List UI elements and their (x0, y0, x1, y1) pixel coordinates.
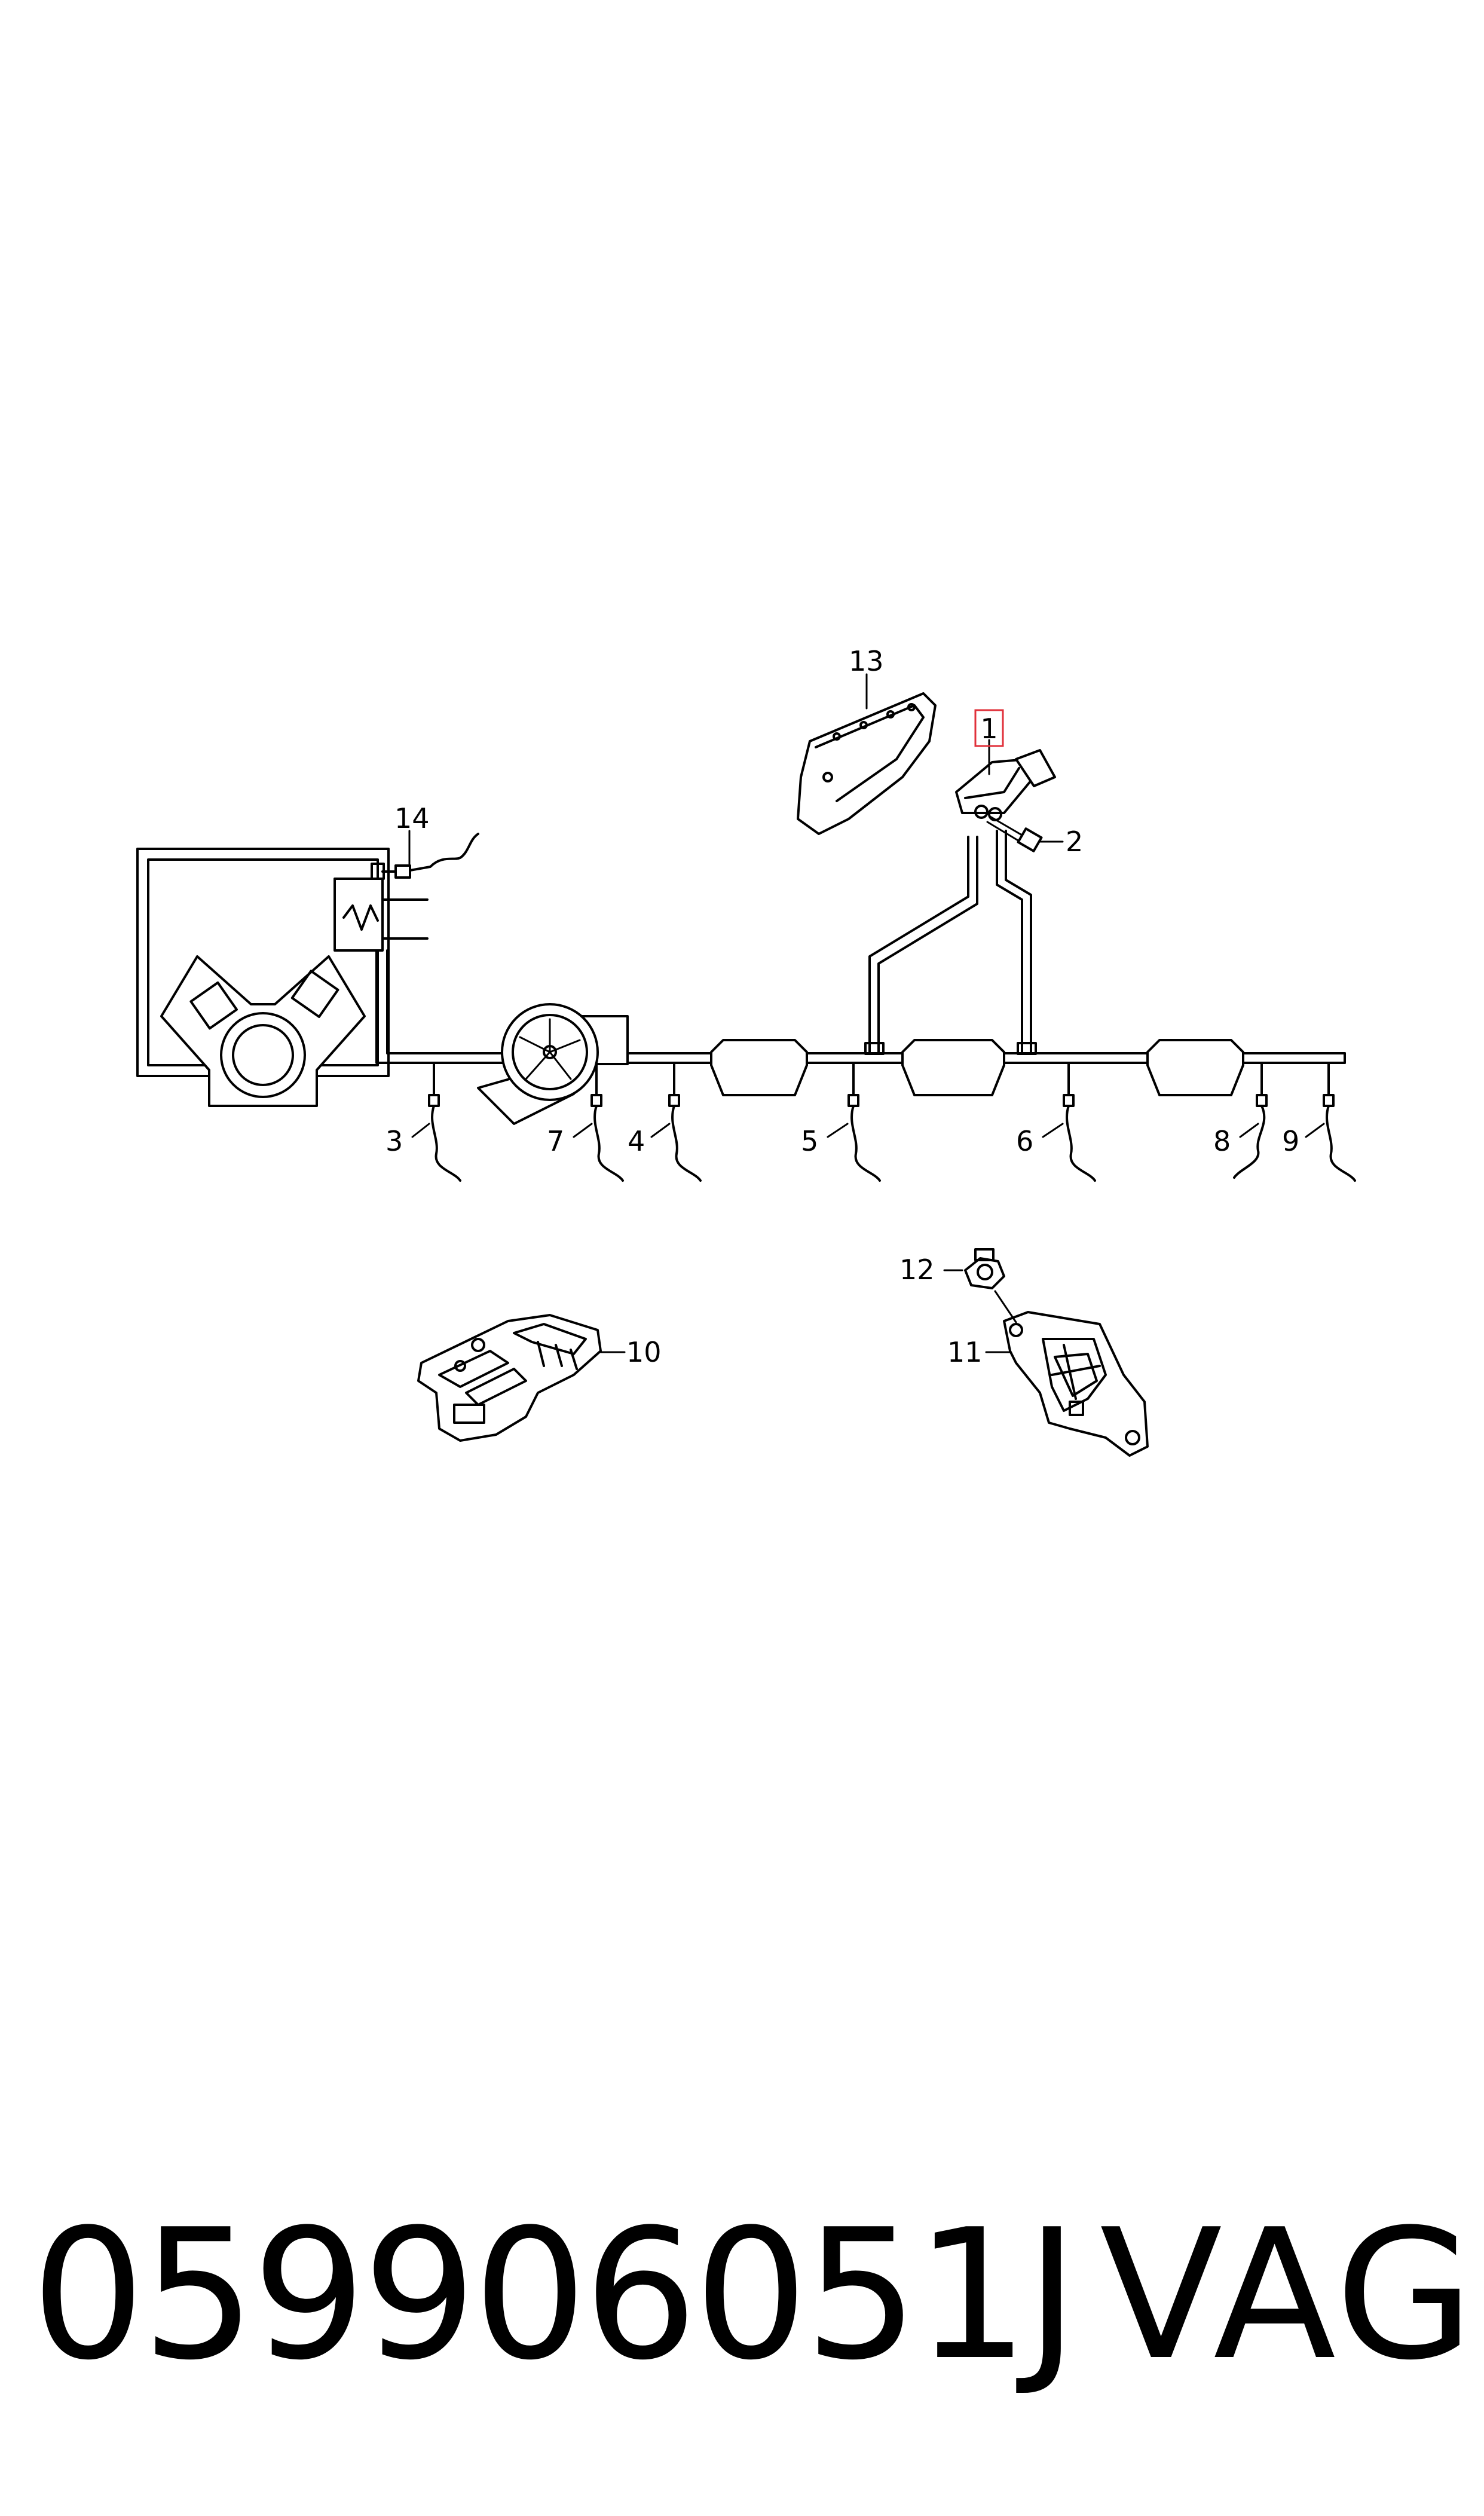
temp-sensor-4 (668, 1062, 702, 1182)
callout-11[interactable]: 11 (947, 1336, 983, 1368)
callout-7[interactable]: 7 (547, 1125, 564, 1157)
catalytic-converter-2 (901, 1039, 1005, 1096)
carrier-part-11 (1003, 1311, 1149, 1457)
bracket-part-13 (797, 692, 937, 835)
turbocharger (477, 1003, 629, 1125)
catalytic-converter-1 (710, 1039, 808, 1096)
footer: 059906051J VAG (0, 2200, 1484, 2391)
callout-14[interactable]: 14 (394, 802, 430, 834)
callout-1-highlight-box (974, 709, 1004, 747)
holder-part-10 (417, 1314, 602, 1442)
callout-labels: 1 2 3 4 5 6 7 8 9 10 11 12 13 14 (385, 645, 1299, 1368)
temp-sensor-7 (590, 1062, 624, 1182)
brand-name: VAG (1100, 2191, 1477, 2399)
temperature-sensors (428, 1062, 1356, 1182)
callout-6[interactable]: 6 (1016, 1125, 1033, 1157)
callout-9[interactable]: 9 (1282, 1125, 1299, 1157)
callout-13[interactable]: 13 (849, 645, 884, 677)
bolt-part-2 (986, 815, 1043, 852)
temp-sensor-3 (428, 1062, 461, 1182)
catalytic-converter-3 (1146, 1039, 1244, 1096)
temp-sensor-9 (1323, 1062, 1356, 1182)
pressure-lines (864, 830, 1037, 1055)
temp-sensor-6 (1063, 1062, 1096, 1182)
callout-5[interactable]: 5 (801, 1125, 818, 1157)
nut-part-12 (964, 1248, 1005, 1289)
callout-2[interactable]: 2 (1066, 826, 1083, 858)
engine-schematic (136, 848, 429, 1107)
callout-4[interactable]: 4 (628, 1125, 645, 1157)
sensor-part-14 (381, 833, 479, 879)
callout-1[interactable]: 1 (980, 713, 998, 745)
temp-sensor-5 (847, 1062, 881, 1182)
callout-3[interactable]: 3 (385, 1125, 403, 1157)
callout-10[interactable]: 10 (626, 1336, 662, 1368)
leader-lines (408, 673, 1325, 1353)
part-number: 059906051J (31, 2191, 1078, 2399)
callout-8[interactable]: 8 (1213, 1125, 1231, 1157)
callout-12[interactable]: 12 (899, 1254, 935, 1286)
pressure-sensor-part-1 (955, 749, 1056, 821)
temp-sensor-8 (1233, 1062, 1268, 1179)
